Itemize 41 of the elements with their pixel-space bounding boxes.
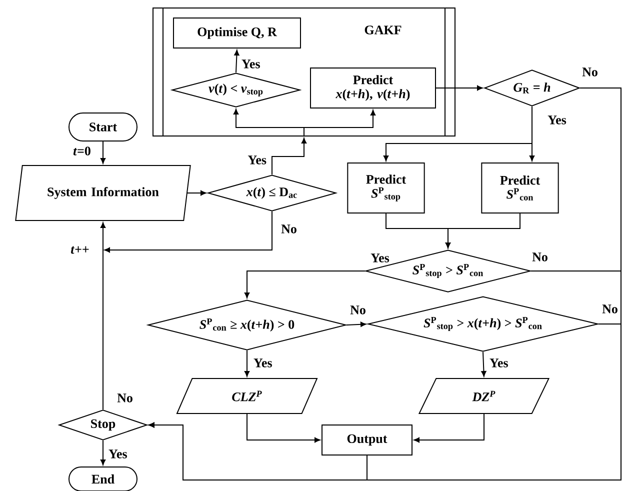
edge-label: No [281,224,296,234]
arrow [529,106,535,162]
edge-label: Yes [248,156,266,164]
arrow [304,110,376,137]
arrow [445,213,520,248]
arrow [246,414,320,443]
variable-label: t++ [71,246,89,254]
arrow [148,422,368,480]
terminal-box: End [68,466,138,491]
arrow [187,190,206,196]
process-box: Predict S$^{P}$stop [347,162,425,214]
edge-label: Yes [548,116,566,124]
arrow [234,50,240,73]
edge-label: Yes [254,358,272,368]
arrow [414,414,484,443]
edge-label: Yes [490,358,508,368]
edge-label: Yes [108,450,127,458]
arrow [436,85,483,91]
process-box: Predict S$^{P}$con [481,162,559,214]
edge-label: No [532,252,548,262]
arrow [272,138,307,175]
edge-label: Yes [370,254,390,262]
arrow [100,141,106,164]
edge-label: No [602,304,618,314]
process-box: Output [322,424,412,456]
edge-label: No [350,306,366,314]
process-box: Optimise Q, R [173,18,301,48]
terminal-box: Start [68,112,138,142]
edge-label: No [582,68,598,76]
io-box: System Information [15,165,191,221]
arrow [100,222,106,410]
edge-label: No [117,394,132,402]
arrow [244,350,250,377]
arrow [100,440,106,466]
arrow [481,352,486,377]
variable-label: t=0 [73,146,90,156]
arrow [346,322,366,327]
arrow [104,211,272,253]
arrow [244,270,366,298]
edge-label: Yes [242,60,260,68]
process-box: Predict x(t+h), v(t+h) [310,68,436,108]
